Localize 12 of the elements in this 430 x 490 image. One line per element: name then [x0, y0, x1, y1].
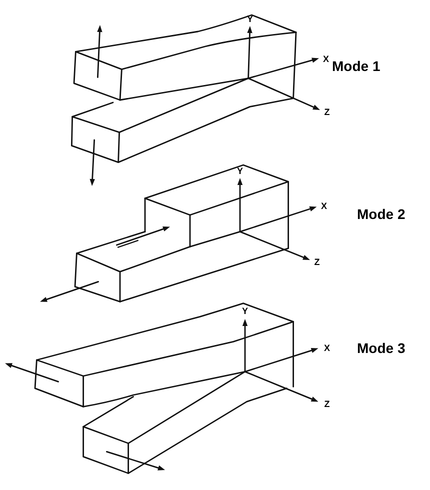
axis-label: Z [314, 257, 320, 267]
axis-label: Z [324, 107, 330, 117]
mode-label: Mode 1 [332, 58, 380, 74]
axis-label: Z [324, 399, 330, 409]
axis-label: X [324, 343, 330, 353]
axis-label: X [321, 201, 327, 211]
mode-label: Mode 2 [357, 206, 406, 222]
axis-label: Y [247, 14, 253, 24]
mode-label: Mode 3 [357, 340, 406, 356]
axis-label: Y [237, 166, 243, 176]
axis-label: X [323, 54, 329, 64]
axis-label: Y [242, 306, 248, 316]
